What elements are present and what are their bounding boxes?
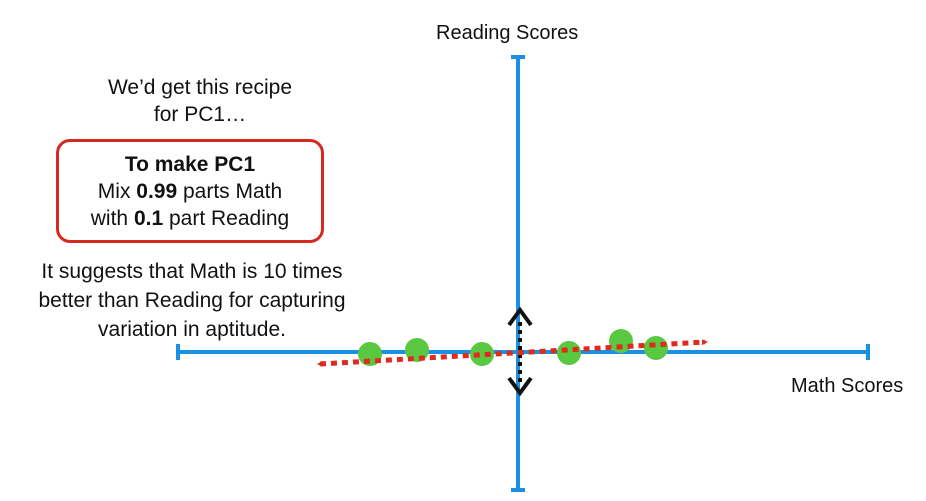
intro-line-1: We’d get this recipe <box>107 76 293 99</box>
recipe-math-suffix: parts Math <box>177 180 283 203</box>
data-point <box>644 336 668 360</box>
y-axis-label: Reading Scores <box>436 22 579 44</box>
recipe-reading-suffix: part Reading <box>163 207 290 230</box>
reading-weight: 0.1 <box>133 207 164 230</box>
pc1-arrow <box>317 339 708 367</box>
data-point <box>557 341 581 365</box>
conclusion-line-2: better than Reading for capturing <box>38 289 346 312</box>
recipe-mix-prefix: Mix <box>97 180 137 203</box>
x-axis-label: Math Scores <box>791 375 904 397</box>
recipe-with-prefix: with <box>90 207 134 230</box>
math-weight: 0.99 <box>136 180 178 203</box>
conclusion-line-3: variation in aptitude. <box>98 318 286 341</box>
recipe-title: To make PC1 <box>124 153 256 176</box>
recipe-box: To make PC1 Mix 0.99 parts Math with 0.1… <box>56 139 324 243</box>
intro-line-2: for PC1… <box>153 103 247 126</box>
recipe-line-math: Mix 0.99 parts Math <box>59 178 321 205</box>
intro-text: We’d get this recipe for PC1… <box>70 74 330 128</box>
pc2-arrowhead-up-icon <box>507 306 533 327</box>
conclusion-text: It suggests that Math is 10 times better… <box>4 257 380 344</box>
recipe-line-reading: with 0.1 part Reading <box>59 205 321 232</box>
axes <box>176 55 870 492</box>
data-point <box>609 329 633 353</box>
conclusion-line-1: It suggests that Math is 10 times <box>41 260 343 283</box>
pc2-arrow <box>507 306 533 397</box>
pc2-arrowhead-down-icon <box>507 376 533 397</box>
